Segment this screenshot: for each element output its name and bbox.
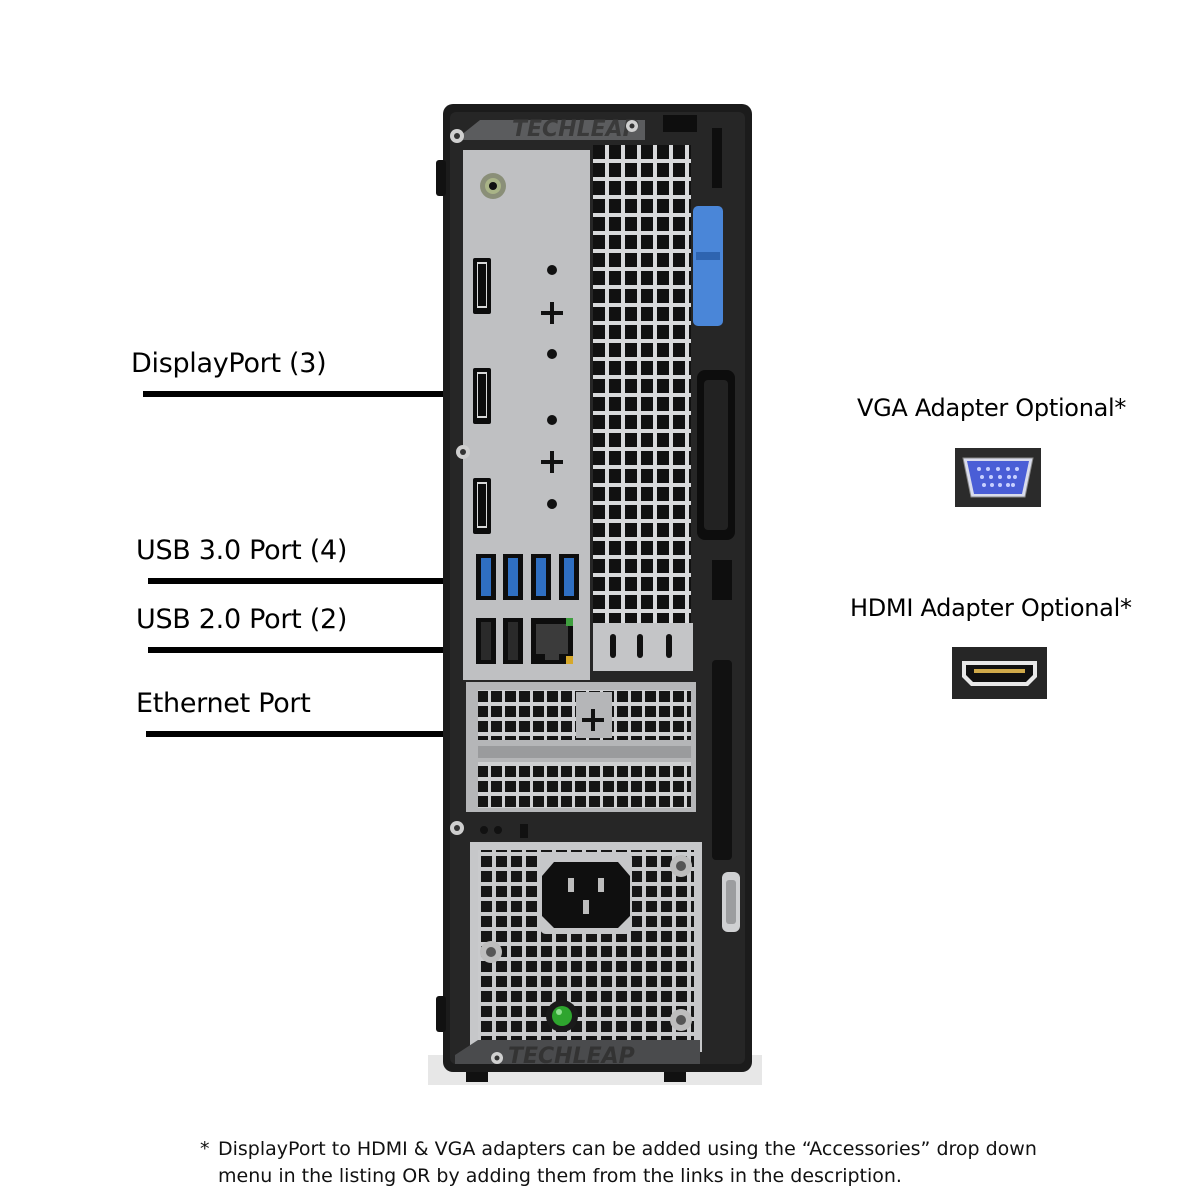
displayport-leader-line: [143, 391, 455, 397]
main-vent: [593, 145, 691, 623]
blue-latch: [693, 206, 723, 326]
footnote-marker: *: [200, 1138, 210, 1160]
usb3-leader-line: [148, 578, 458, 584]
displayport-label: DisplayPort (3): [131, 348, 327, 379]
usb3-label: USB 3.0 Port (4): [136, 535, 348, 566]
usb3-ports: [476, 554, 579, 600]
hdmi-adapter-icon: [952, 647, 1047, 699]
vga-adapter-icon: [955, 448, 1041, 507]
usb2-ports: [476, 618, 523, 664]
footnote-text: DisplayPort to HDMI & VGA adapters can b…: [218, 1138, 1037, 1187]
vga-adapter-label: VGA Adapter Optional*: [857, 394, 1127, 422]
watermark-bottom: TECHLEAP: [508, 1044, 635, 1069]
usb2-leader-line: [148, 647, 458, 653]
ethernet-leader-line: [146, 731, 556, 737]
usb2-label: USB 2.0 Port (2): [136, 604, 348, 635]
ethernet-port: [531, 618, 573, 664]
pc-tower-illustration: TECHLEAP: [428, 104, 762, 1085]
watermark-top: TECHLEAP: [512, 117, 639, 142]
ethernet-label: Ethernet Port: [136, 688, 311, 719]
hdmi-adapter-label: HDMI Adapter Optional*: [850, 594, 1132, 622]
